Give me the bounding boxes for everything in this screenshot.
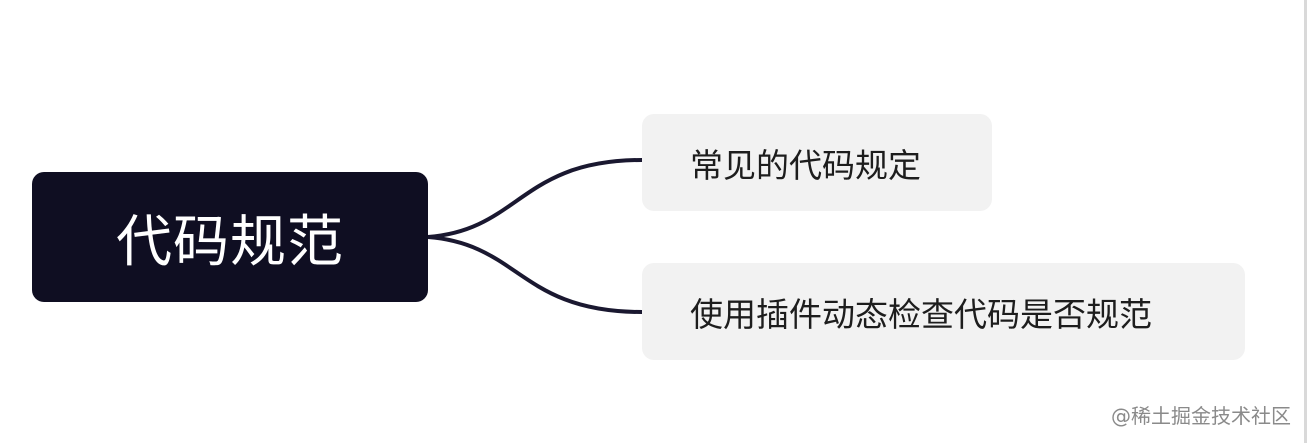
child-node-1-label: 常见的代码规定 — [690, 145, 921, 185]
right-edge-divider — [1304, 0, 1307, 443]
root-node[interactable]: 代码规范 — [32, 172, 428, 302]
watermark: @稀土掘金技术社区 — [1111, 404, 1291, 428]
connector-root-to-child-2 — [427, 235, 643, 314]
child-node-2-label: 使用插件动态检查代码是否规范 — [690, 294, 1152, 334]
connector-root-to-child-1 — [427, 158, 643, 239]
root-node-label: 代码规范 — [116, 209, 344, 275]
child-node-2[interactable]: 使用插件动态检查代码是否规范 — [642, 263, 1245, 360]
child-node-1[interactable]: 常见的代码规定 — [642, 114, 992, 211]
